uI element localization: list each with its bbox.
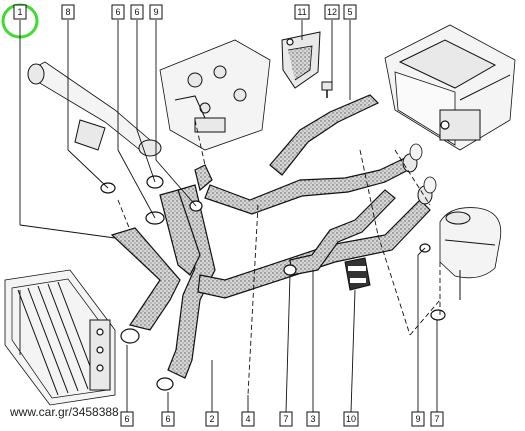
heater-box [384,24,516,151]
svg-text:9: 9 [415,414,420,424]
hose-9 [194,164,213,192]
bolt [321,81,333,98]
svg-text:7: 7 [283,414,288,424]
footer-watermark-text: www.car.gr/3458388 [10,405,119,419]
svg-text:6: 6 [165,414,170,424]
callout-7-bottom-a: 7 [279,411,293,427]
bracket [281,31,321,89]
dashed-lines [117,119,441,396]
svg-text:10: 10 [346,414,356,424]
svg-text:5: 5 [347,7,352,17]
callout-5: 5 [343,4,357,20]
engine-block [159,39,271,151]
radiator [4,269,116,406]
callout-10: 10 [343,411,359,427]
svg-text:6: 6 [134,7,139,17]
leader-lines [19,20,438,413]
callout-6-bottom-a: 6 [120,411,134,427]
callout-3: 3 [306,411,320,427]
svg-text:4: 4 [245,414,250,424]
water-outlet-pipe [27,61,162,157]
callout-11: 11 [294,4,310,20]
hose-main [110,189,201,331]
callout-4: 4 [241,411,255,427]
svg-text:3: 3 [310,414,315,424]
hose-clip [344,257,371,291]
hose-4 [197,199,431,299]
svg-text:6: 6 [115,7,120,17]
callout-1: 1 [13,4,27,20]
callout-12: 12 [324,4,340,20]
callout-7-bottom-b: 7 [430,411,444,427]
hose-3 [289,189,396,276]
callout-6-bottom-b: 6 [161,411,175,427]
clamps [100,175,446,391]
svg-text:11: 11 [297,7,306,17]
callout-6-top-a: 6 [111,4,125,20]
heater-fittings [402,143,437,205]
svg-text:7: 7 [434,414,439,424]
callout-9-top: 9 [149,4,163,20]
callout-8: 8 [61,4,75,20]
svg-text:8: 8 [65,7,70,17]
callout-6-top-b: 6 [130,4,144,20]
svg-text:1: 1 [17,7,22,17]
callout-2: 2 [205,411,219,427]
expansion-tank [439,207,502,300]
svg-text:2: 2 [209,414,214,424]
callout-9-bottom: 9 [411,411,425,427]
svg-text:9: 9 [153,7,158,17]
svg-text:6: 6 [124,414,129,424]
hose-2 [167,184,216,379]
svg-text:12: 12 [327,7,337,17]
